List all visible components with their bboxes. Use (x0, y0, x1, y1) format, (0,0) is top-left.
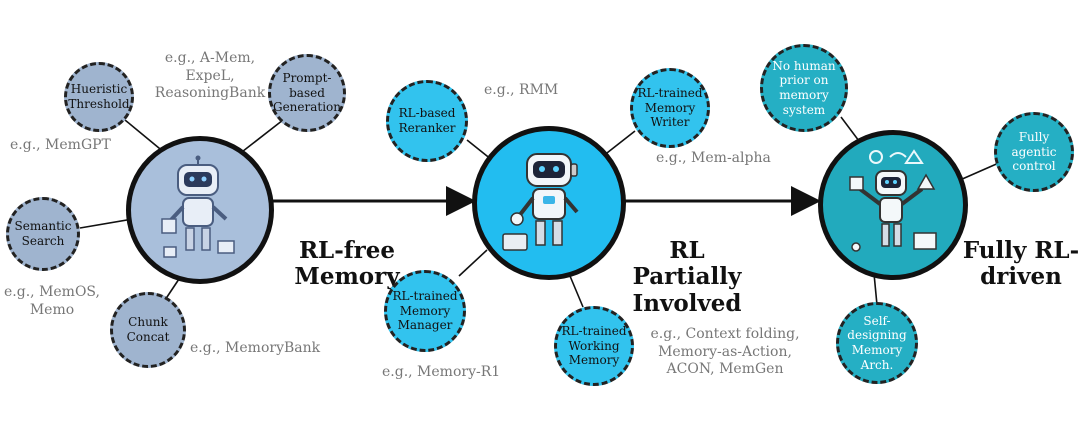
node-prompt-based-generation: Prompt- based Generation (268, 54, 346, 132)
hub-rl-free (126, 136, 274, 284)
node-rl-trained-working-memory: RL-trained Working Memory (554, 306, 634, 386)
node-self-designing-memory: Self- designing Memory Arch. (836, 302, 918, 384)
stage-label-rl-partial: RL Partially Involved (632, 237, 742, 317)
stage-label-rl-free: RL-free Memory (294, 237, 400, 291)
robot-icon (502, 153, 579, 251)
node-rl-trained-memory-writer: RL-trained Memory Writer (630, 68, 710, 148)
spoke-manager (458, 249, 488, 277)
spoke-semantic (79, 218, 134, 229)
node-chunk-concat: Chunk Concat (110, 292, 186, 368)
example-rmm: e.g., RMM (484, 82, 559, 98)
node-rl-based-reranker: RL-based Reranker (386, 80, 468, 162)
spoke-agentic (959, 161, 1002, 181)
example-memory-r1: e.g., Memory-R1 (382, 364, 501, 380)
spoke-working (569, 275, 584, 308)
hub-rl-partial (472, 126, 626, 280)
stage-label-rl-full: Fully RL- driven (962, 237, 1080, 291)
robot-icon (849, 149, 937, 252)
example-memorybank: e.g., MemoryBank (190, 340, 321, 356)
example-mem-alpha: e.g., Mem-alpha (656, 150, 771, 166)
example-amem: e.g., A-Mem, ExpeL, ReasoningBank (154, 50, 266, 101)
node-semantic-search: Semantic Search (6, 197, 80, 271)
node-hueristic-threshold: Hueristic Threshold (64, 62, 134, 132)
example-memgpt: e.g., MemGPT (10, 137, 111, 153)
example-memos: e.g., MemOS, Memo (4, 284, 100, 318)
robot-icon (161, 155, 235, 258)
node-no-human-prior: No human prior on memory system (760, 44, 848, 132)
spoke-prompt (237, 119, 284, 156)
node-fully-agentic-control: Fully agentic control (994, 112, 1074, 192)
hub-rl-full (818, 130, 968, 280)
node-rl-trained-memory-manager: RL-trained Memory Manager (384, 270, 466, 352)
example-context-folding: e.g., Context folding, Memory-as-Action,… (650, 326, 800, 377)
